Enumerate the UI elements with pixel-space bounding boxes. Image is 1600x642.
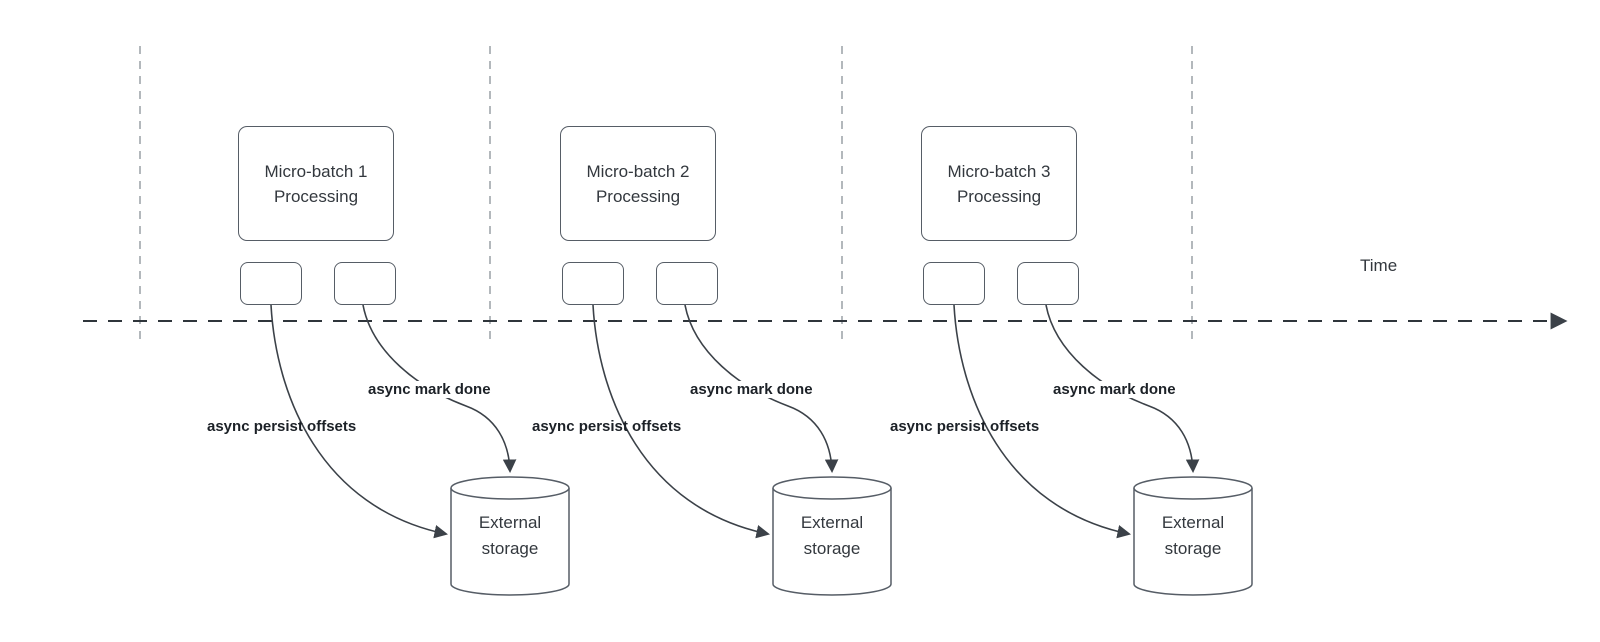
external-storage-cylinder xyxy=(1133,488,1253,596)
micro-batch-3-task-box-left xyxy=(923,262,985,305)
external-storage-cylinder-top xyxy=(1133,476,1253,500)
external-storage-cylinder-top xyxy=(772,476,892,500)
async-mark-done-arrow xyxy=(1045,304,1200,474)
persist-offsets-label: async persist offsets xyxy=(890,418,1040,435)
external-storage-label: External storage xyxy=(1161,513,1225,558)
micro-batch-3-task-box-right xyxy=(1017,262,1079,305)
micro-batch-1-processing-box: Micro-batch 1 Processing xyxy=(238,126,394,241)
async-persist-offsets-arrow xyxy=(592,304,770,539)
external-storage-cylinder xyxy=(772,488,892,596)
micro-batch-1-task-box-right xyxy=(334,262,396,305)
section-micro-batch-3-wires xyxy=(953,304,1253,596)
mark-done-label: async mark done xyxy=(1050,381,1179,398)
async-persist-offsets-arrow xyxy=(953,304,1131,539)
async-mark-done-arrow xyxy=(684,304,839,474)
mark-done-label: async mark done xyxy=(687,381,816,398)
async-persist-offsets-arrow xyxy=(270,304,448,539)
external-storage-label: External storage xyxy=(800,513,864,558)
external-storage-cylinder xyxy=(450,488,570,596)
section-micro-batch-1-wires xyxy=(270,304,570,596)
micro-batch-1-task-box-left xyxy=(240,262,302,305)
persist-offsets-label: async persist offsets xyxy=(207,418,357,435)
micro-batch-2-task-box-right xyxy=(656,262,718,305)
external-storage-label: External storage xyxy=(478,513,542,558)
persist-offsets-label: async persist offsets xyxy=(532,418,682,435)
mark-done-label: async mark done xyxy=(365,381,494,398)
external-storage-cylinder-top xyxy=(450,476,570,500)
micro-batch-2-task-box-left xyxy=(562,262,624,305)
section-micro-batch-2-wires xyxy=(592,304,892,596)
time-axis-label: Time xyxy=(1360,256,1398,275)
micro-batch-2-processing-box: Micro-batch 2 Processing xyxy=(560,126,716,241)
micro-batch-3-processing-box: Micro-batch 3 Processing xyxy=(921,126,1077,241)
async-mark-done-arrow xyxy=(362,304,517,474)
